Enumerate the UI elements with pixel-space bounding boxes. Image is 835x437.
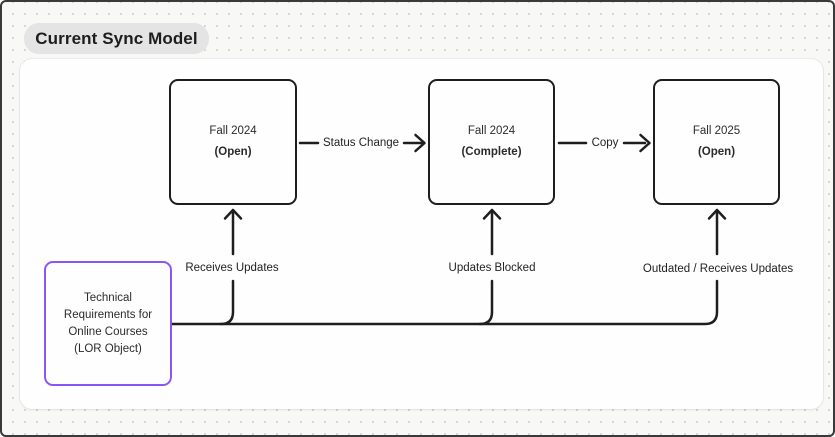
lor-text-line: (LOR Object): [74, 342, 142, 355]
edge-label-updates-blocked[interactable]: Updates Blocked: [448, 262, 536, 274]
node-status: (Open): [697, 146, 736, 158]
edge-label-receives-updates[interactable]: Receives Updates: [185, 262, 279, 274]
node-status: (Open): [214, 146, 252, 158]
arrow-receives-updates[interactable]: [219, 208, 243, 326]
node-title: Fall 2024: [209, 125, 257, 137]
arrow-outdated[interactable]: [707, 208, 727, 256]
arrow-copy[interactable]: [557, 133, 651, 153]
lor-text-line: Online Courses: [68, 325, 148, 338]
node-fall-2025-open[interactable]: Fall 2025 (Open): [653, 79, 780, 205]
edge-label-status-change[interactable]: Status Change: [322, 137, 400, 149]
node-lor-object[interactable]: Technical Requirements for Online Course…: [44, 261, 172, 386]
arrow-updates-blocked[interactable]: [478, 208, 502, 326]
edge-label-copy[interactable]: Copy: [591, 137, 619, 149]
lor-text-line: Technical: [84, 291, 132, 304]
arrow-status-change[interactable]: [298, 133, 426, 153]
lor-text-line: Requirements for: [63, 308, 153, 321]
node-fall-2024-open[interactable]: Fall 2024 (Open): [169, 79, 297, 205]
node-status: (Complete): [461, 146, 522, 158]
lor-trunk-line[interactable]: [170, 279, 719, 326]
node-title: Fall 2025: [692, 125, 741, 137]
frame-title[interactable]: Current Sync Model: [24, 23, 209, 54]
node-title: Fall 2024: [467, 125, 516, 137]
node-fall-2024-complete[interactable]: Fall 2024 (Complete): [428, 79, 555, 205]
edge-label-outdated[interactable]: Outdated / Receives Updates: [642, 263, 794, 275]
